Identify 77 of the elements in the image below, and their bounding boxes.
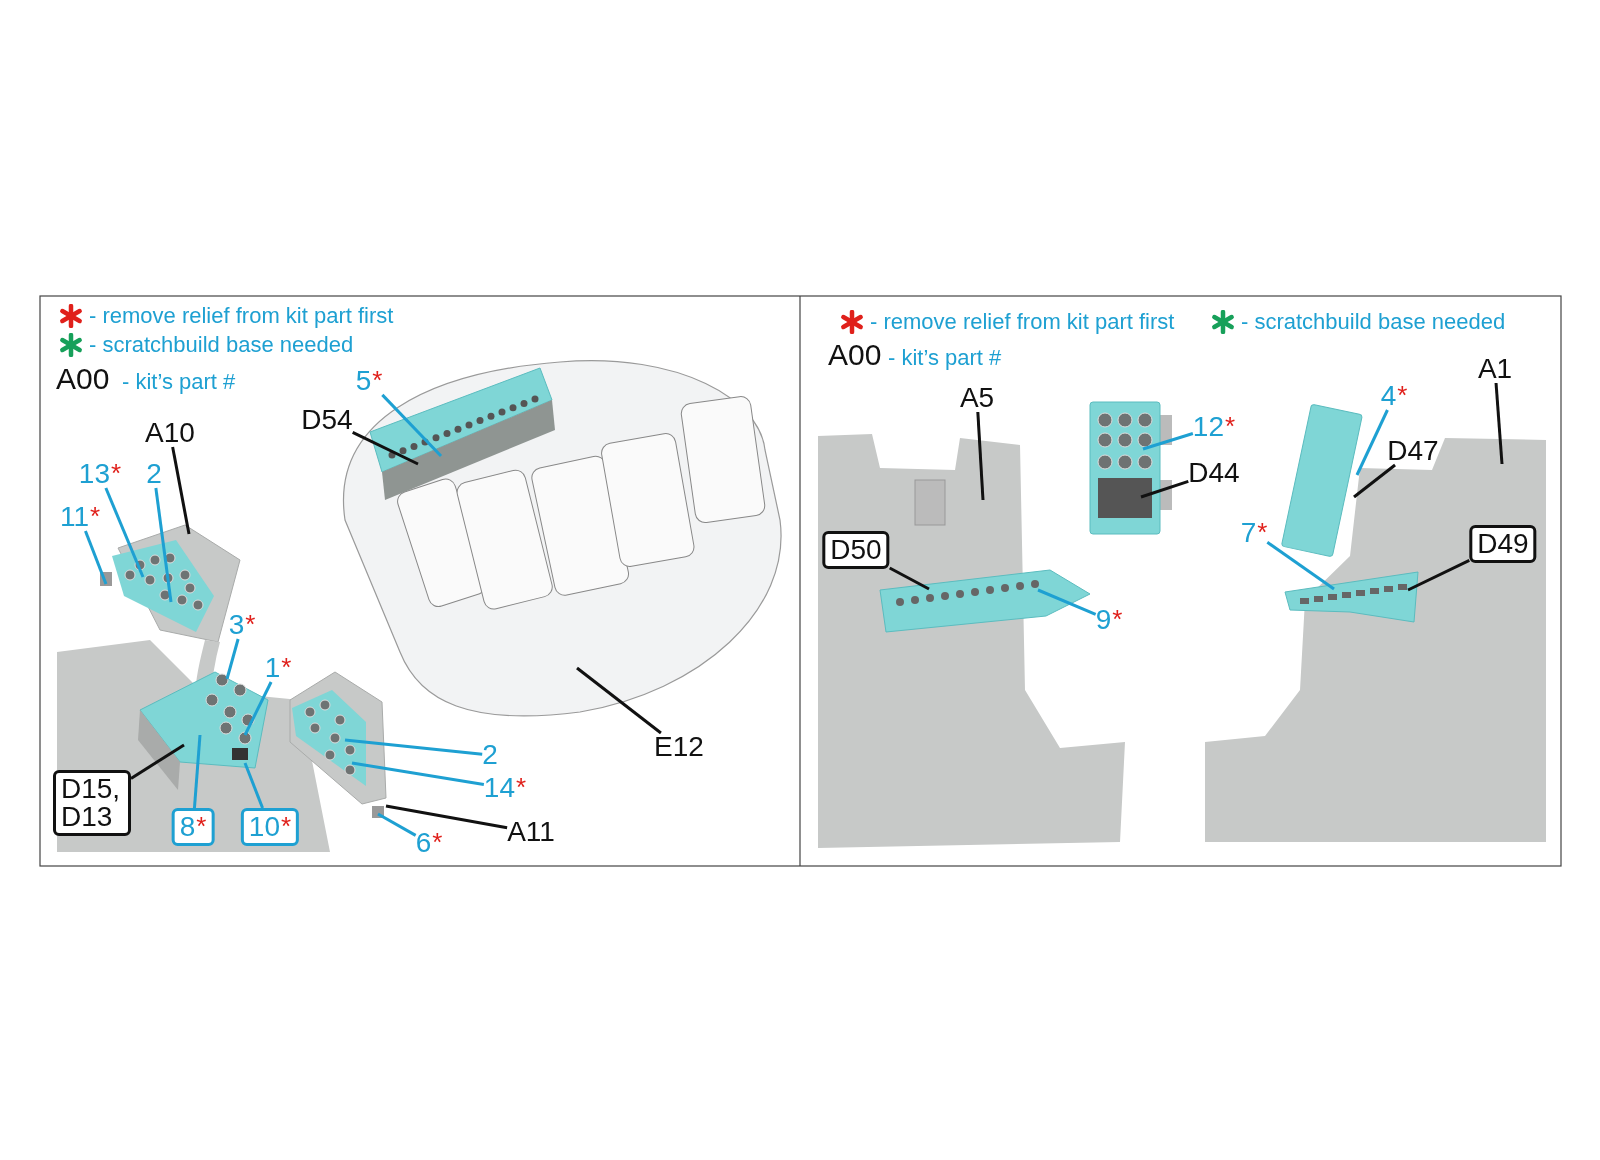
callout-number: D15, D13	[61, 775, 122, 831]
part-number-box	[53, 770, 131, 836]
legend-text: - scratchbuild base needed	[1241, 309, 1506, 335]
callout-number: A1	[1477, 355, 1513, 383]
leader-line	[154, 487, 173, 603]
leader-line	[344, 738, 483, 756]
asterisk-mark: *	[1225, 413, 1236, 439]
leader-line	[351, 761, 485, 787]
part-number-box	[822, 531, 890, 569]
leader-line	[976, 411, 985, 501]
leader-line	[1266, 541, 1335, 591]
asterisk-mark: *	[372, 367, 383, 393]
leader-line	[171, 446, 191, 535]
asterisk-mark: *	[281, 813, 292, 839]
callout-number: 11	[59, 503, 89, 531]
leader-line	[1142, 432, 1194, 451]
asterisk-mark: *	[245, 611, 256, 637]
leader-line	[130, 743, 185, 780]
callout-number: A10	[145, 419, 195, 447]
asterisk-mark: *	[516, 774, 527, 800]
leader-line	[1407, 558, 1470, 592]
callout-number: 14	[483, 774, 515, 802]
leader-line	[1037, 588, 1097, 616]
callout-number: D47	[1387, 437, 1439, 465]
part-number-sample: A00	[56, 364, 110, 394]
leader-line	[84, 530, 108, 585]
part-number-box	[240, 808, 300, 846]
callout-number: A11	[507, 818, 555, 846]
legend-text: - remove relief from kit part first	[870, 309, 1175, 335]
leader-line	[1353, 463, 1396, 499]
leader-line	[1494, 382, 1504, 465]
leader-line	[243, 762, 264, 809]
callout-number: 3	[228, 611, 245, 639]
asterisk-mark: *	[432, 829, 443, 855]
leader-line	[576, 666, 662, 735]
callout-number: D54	[301, 406, 353, 434]
callout-number: D49	[1477, 530, 1529, 558]
leader-line	[385, 804, 508, 830]
asterisk-mark: *	[111, 460, 122, 486]
callout-number: 4	[1380, 382, 1397, 410]
asterisk-mark: *	[281, 654, 292, 680]
callout-number: 9	[1095, 606, 1112, 634]
callout-number: 10	[248, 813, 280, 841]
asterisk-mark: *	[196, 813, 207, 839]
leader-line	[377, 812, 417, 837]
callout-number: 6	[415, 829, 432, 857]
asterisk-mark: *	[90, 503, 101, 529]
asterisk-mark: *	[1112, 606, 1123, 632]
callout-number: 8	[179, 813, 196, 841]
callout-number: 5	[355, 367, 372, 395]
callout-number: 2	[482, 741, 498, 769]
callout-number: A5	[959, 384, 995, 412]
legend-text: - kit’s part #	[122, 371, 236, 393]
leader-line	[1140, 480, 1189, 499]
leader-line	[381, 393, 443, 458]
asterisk-mark: *	[1397, 382, 1408, 408]
part-number-box	[171, 808, 215, 846]
leader-line	[225, 638, 240, 680]
legend-text: - scratchbuild base needed	[89, 332, 354, 358]
asterisk-mark: *	[1257, 519, 1268, 545]
callout-number: 2	[146, 460, 162, 488]
leader-line	[104, 487, 145, 578]
callout-number: D50	[830, 536, 882, 564]
callout-number: D44	[1188, 459, 1240, 487]
leader-line	[192, 734, 202, 809]
leader-line	[889, 566, 930, 591]
callout-number: 12	[1192, 413, 1224, 441]
leader-line	[1355, 409, 1389, 476]
part-number-sample: A00	[828, 340, 882, 370]
callout-number: 13	[78, 460, 110, 488]
legend-text: - remove relief from kit part first	[89, 303, 394, 329]
leader-line	[243, 681, 273, 736]
callout-number: E12	[654, 733, 704, 761]
callout-number: 1	[264, 654, 281, 682]
part-number-box	[1469, 525, 1537, 563]
legend-text: - kit’s part #	[888, 347, 1002, 369]
callout-number: 7	[1240, 519, 1257, 547]
